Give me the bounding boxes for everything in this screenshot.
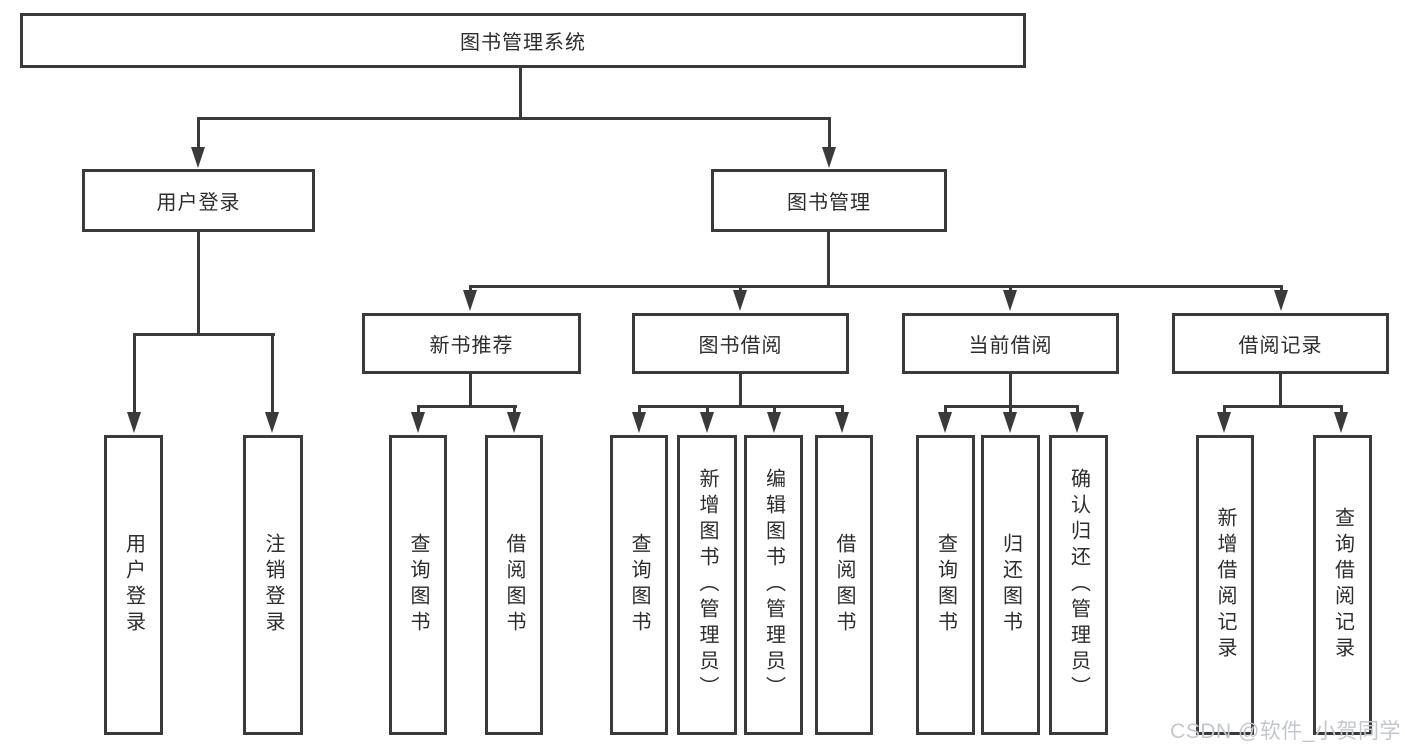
connector-line [1223,405,1226,414]
connector-line [638,405,641,414]
connector-line [1009,405,1012,414]
connector-line [1009,374,1012,408]
connector-arrowhead [1334,412,1348,433]
connector-arrowhead [1003,290,1017,311]
leaf-borrow-query-book-label: 查询图书 [628,533,650,637]
node-borrow-records-label: 借阅记录 [1238,335,1323,357]
leaf-recommend-query-book: 查询图书 [389,435,447,735]
node-borrow-records: 借阅记录 [1172,313,1389,374]
leaf-current-query-book-label: 查询图书 [934,533,957,637]
connector-line [271,333,274,413]
connector-line [513,405,516,414]
connector-line [1223,405,1342,408]
node-current-borrow-label: 当前借阅 [968,335,1053,357]
connector-arrowhead [822,147,836,168]
leaf-borrow-edit-book: 编辑图书（管理员） [744,435,803,735]
connector-arrowhead [507,412,521,433]
connector-line [197,117,831,120]
connector-arrowhead [463,290,477,311]
connector-line [133,333,136,413]
connector-arrowhead [835,412,849,433]
leaf-record-add-label: 新增借阅记录 [1214,507,1236,663]
leaf-borrow-borrow-book-label: 借阅图书 [833,533,855,637]
connector-arrowhead [700,412,714,433]
leaf-borrow-borrow-book: 借阅图书 [815,435,873,735]
connector-line [469,374,472,408]
leaf-record-query: 查询借阅记录 [1313,435,1372,735]
leaf-borrow-edit-book-label: 编辑图书（管理员） [762,468,785,702]
connector-arrowhead [1070,412,1084,433]
leaf-logout-label: 注销登录 [262,533,284,637]
connector-line [638,405,844,408]
connector-line [773,405,776,414]
node-book-management-label: 图书管理 [787,192,871,214]
connector-line [133,333,275,336]
connector-line [1280,285,1283,293]
connector-line [706,405,709,414]
node-user-login: 用户登录 [82,169,315,232]
connector-line [739,374,742,408]
leaf-current-confirm-return: 确认归还（管理员） [1049,435,1108,735]
connector-line [469,285,472,293]
leaf-current-return-book: 归还图书 [981,435,1040,735]
node-new-book-recommend: 新书推荐 [362,313,581,374]
connector-arrowhead [767,412,781,433]
leaf-current-return-book-label: 归还图书 [999,533,1022,637]
connector-arrowhead [191,147,205,168]
leaf-recommend-borrow-book-label: 借阅图书 [503,533,525,637]
leaf-user-login: 用户登录 [104,435,163,735]
connector-line [417,405,517,408]
node-book-borrow: 图书借阅 [632,313,849,374]
leaf-borrow-query-book: 查询图书 [610,435,668,735]
leaf-current-confirm-return-label: 确认归还（管理员） [1067,468,1090,702]
connector-arrowhead [1003,412,1017,433]
node-book-borrow-label: 图书借阅 [698,335,783,357]
connector-line [841,405,844,414]
connector-line [197,117,200,149]
connector-arrowhead [938,412,952,433]
node-book-management: 图书管理 [711,169,947,232]
connector-arrowhead [265,412,279,433]
leaf-recommend-query-book-label: 查询图书 [407,533,429,637]
node-current-borrow: 当前借阅 [902,313,1119,374]
leaf-recommend-borrow-book: 借阅图书 [485,435,543,735]
leaf-user-login-label: 用户登录 [122,533,145,637]
connector-line [739,285,742,293]
leaf-record-query-label: 查询借阅记录 [1331,507,1354,663]
node-root-label: 图书管理系统 [460,32,586,54]
connector-line [1009,285,1012,293]
connector-line [944,405,947,414]
csdn-watermark: CSDN @软件_小贺同学 [1170,720,1401,743]
leaf-borrow-add-book: 新增图书（管理员） [677,435,737,735]
connector-line [469,285,1283,288]
connector-line [417,405,420,414]
connector-arrowhead [632,412,646,433]
node-new-book-recommend-label: 新书推荐 [429,335,514,357]
node-user-login-label: 用户登录 [156,192,241,214]
connector-line [1076,405,1079,414]
leaf-current-query-book: 查询图书 [916,435,975,735]
connector-line [1279,374,1282,408]
connector-arrowhead [411,412,425,433]
connector-line [828,117,831,149]
connector-arrowhead [127,412,141,433]
connector-line [827,232,830,288]
connector-arrowhead [1217,412,1231,433]
connector-arrowhead [1274,290,1288,311]
connector-line [519,68,522,118]
node-root: 图书管理系统 [20,13,1026,68]
connector-line [1340,405,1343,414]
connector-arrowhead [733,290,747,311]
leaf-record-add: 新增借阅记录 [1196,435,1254,735]
leaf-logout: 注销登录 [243,435,303,735]
leaf-borrow-add-book-label: 新增图书（管理员） [696,468,718,702]
connector-line [197,232,200,336]
